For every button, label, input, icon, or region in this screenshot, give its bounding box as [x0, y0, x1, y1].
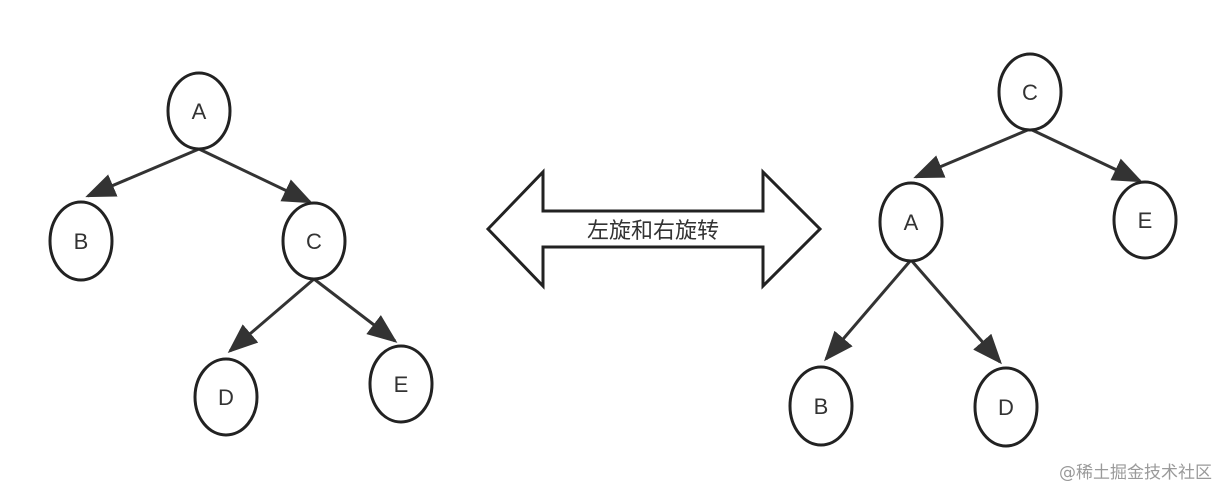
- right-node-c: C: [997, 52, 1063, 132]
- edge-a-b: [824, 259, 913, 362]
- left-node-d: D: [193, 357, 259, 437]
- left-node-c-label: C: [306, 229, 322, 254]
- right-node-e-label: E: [1138, 208, 1153, 233]
- left-tree: A B C D E: [48, 71, 434, 437]
- right-node-d-label: D: [998, 395, 1014, 420]
- edge-a-b: [85, 147, 200, 198]
- double-arrow-shape: [485, 168, 823, 290]
- right-node-b-label: B: [814, 394, 829, 419]
- left-node-a-label: A: [192, 99, 207, 124]
- edge-c-e: [313, 277, 398, 343]
- right-node-d: D: [973, 366, 1039, 448]
- left-node-a: A: [166, 71, 232, 151]
- watermark: @稀土掘金技术社区: [1059, 463, 1212, 483]
- right-tree: C A E B D: [788, 52, 1178, 448]
- edge-c-a: [913, 127, 1031, 179]
- right-node-c-label: C: [1022, 80, 1038, 105]
- left-node-e-label: E: [394, 372, 409, 397]
- right-node-a: A: [878, 181, 944, 263]
- edge-c-d: [227, 277, 315, 353]
- left-node-b-label: B: [74, 229, 89, 254]
- left-node-b: B: [48, 200, 114, 282]
- right-node-e: E: [1112, 180, 1178, 260]
- right-node-b: B: [788, 365, 854, 447]
- left-node-d-label: D: [218, 385, 234, 410]
- edge-a-d: [909, 259, 1002, 365]
- edge-a-c: [198, 147, 313, 204]
- left-node-c: C: [281, 201, 347, 281]
- edge-c-e: [1029, 127, 1143, 183]
- right-node-a-label: A: [904, 210, 919, 235]
- rotation-label: 左旋和右旋转: [587, 219, 719, 244]
- double-arrow: 左旋和右旋转: [485, 168, 823, 290]
- left-node-e: E: [368, 344, 434, 424]
